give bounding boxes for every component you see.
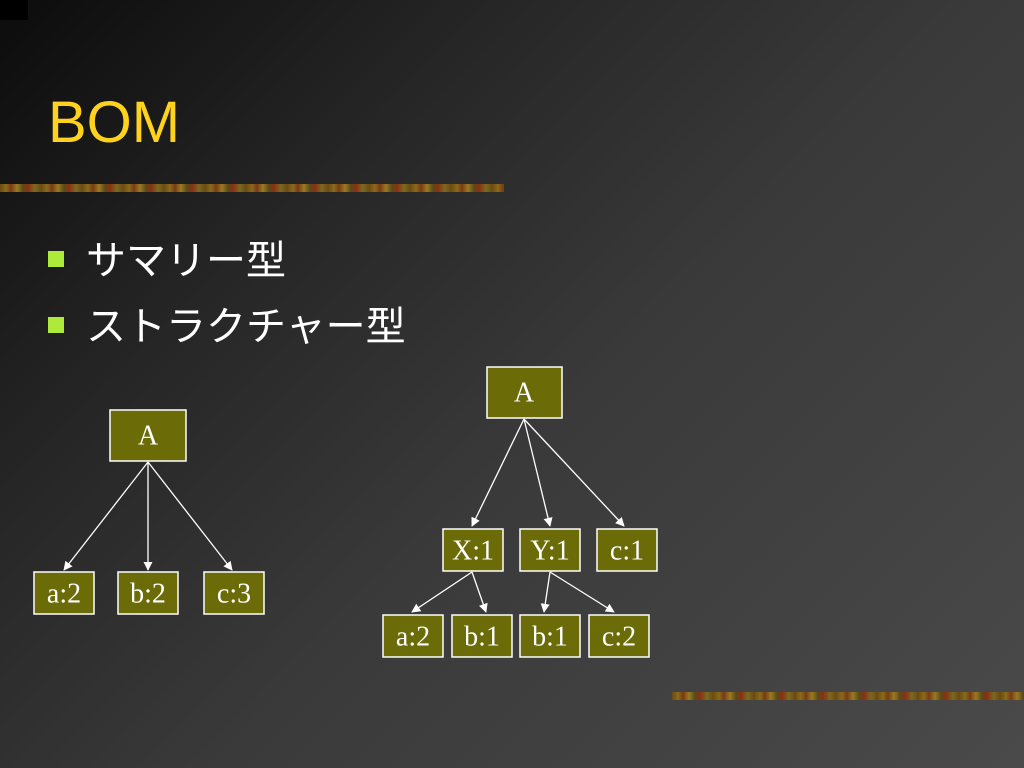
slide-title: BOM: [48, 90, 181, 155]
edge-structure-c: [523, 418, 625, 527]
node-label: a:2: [396, 622, 430, 653]
node-label: Y:1: [530, 536, 569, 567]
edge-y-b: [540, 571, 551, 613]
edge-x-b: [471, 571, 488, 613]
node-label: c:1: [610, 536, 644, 567]
structure-tree-edges: [411, 418, 625, 613]
structure-level2-node: b:1: [519, 614, 581, 658]
edge-summary-c: [147, 461, 233, 571]
structure-level2-node: a:2: [382, 614, 444, 658]
node-label: b:1: [464, 622, 500, 653]
bullet-square-icon: [48, 317, 64, 333]
node-label: c:3: [217, 579, 251, 610]
edge-structure-x: [471, 418, 525, 527]
title-divider: [0, 184, 504, 192]
structure-level1-node: Y:1: [519, 528, 581, 572]
bullet-item-summary: サマリー型: [48, 224, 406, 290]
summary-tree-edges: [63, 461, 233, 571]
summary-child-node: b:2: [117, 571, 179, 615]
edge-y-c: [549, 571, 615, 613]
summary-child-node: a:2: [33, 571, 95, 615]
node-label: X:1: [452, 536, 494, 567]
node-label: b:1: [532, 622, 568, 653]
bullet-text: サマリー型: [86, 238, 286, 284]
node-label: A: [514, 378, 535, 409]
structure-level2-node: c:2: [588, 614, 650, 658]
bullet-text: ストラクチャー型: [86, 304, 406, 350]
edge-x-a: [411, 571, 473, 613]
node-label: a:2: [47, 579, 81, 610]
summary-root-node: A: [109, 409, 187, 462]
bullet-square-icon: [48, 251, 64, 267]
footer-divider: [672, 692, 1024, 700]
structure-level2-node: b:1: [451, 614, 513, 658]
structure-level1-node: X:1: [442, 528, 504, 572]
corner-mark: [0, 0, 28, 20]
edge-structure-y: [523, 418, 553, 527]
node-label: A: [138, 421, 159, 452]
bullet-list: サマリー型 ストラクチャー型: [48, 224, 406, 356]
summary-child-node: c:3: [203, 571, 265, 615]
node-label: b:2: [130, 579, 166, 610]
edge-summary-a: [63, 461, 149, 571]
structure-level1-node: c:1: [596, 528, 658, 572]
bullet-item-structure: ストラクチャー型: [48, 290, 406, 356]
structure-root-node: A: [486, 366, 563, 419]
node-label: c:2: [602, 622, 636, 653]
